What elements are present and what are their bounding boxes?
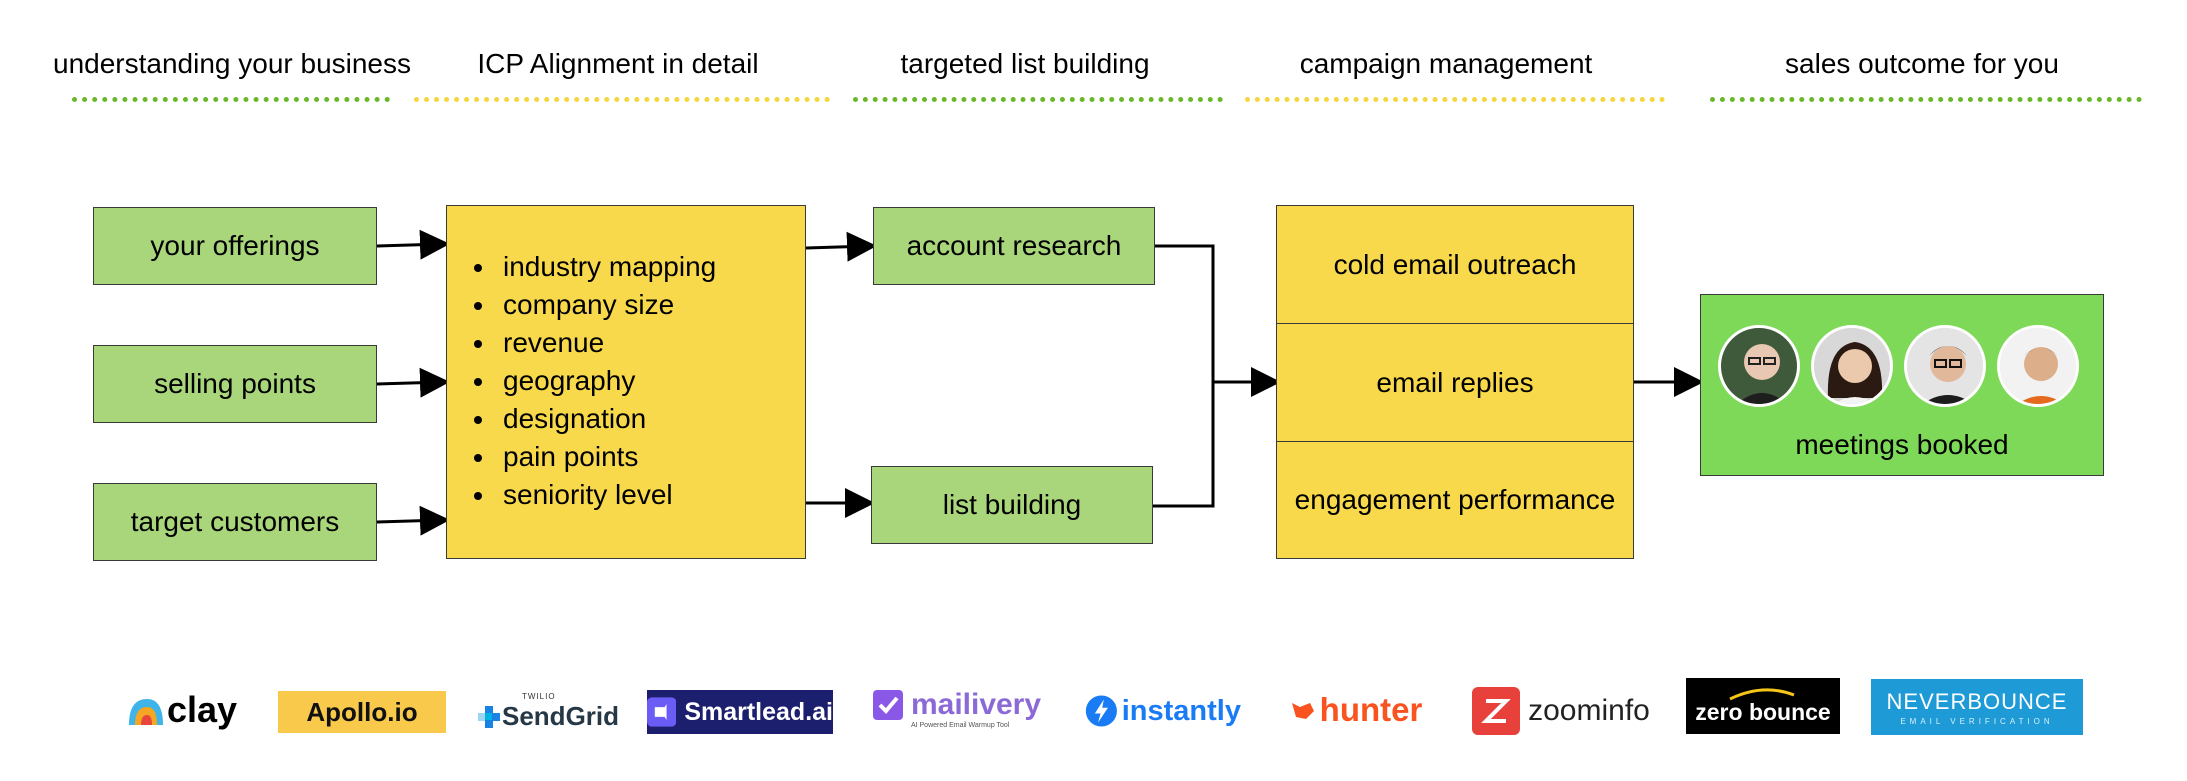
stage-divider-list [853,97,1223,102]
target-customers-box: target customers [93,483,377,561]
neverbounce-wordmark: NEVERBOUNCE [1886,688,2068,714]
connector-listbuilding-merge [1153,380,1215,508]
email-replies-box: email replies [1276,323,1634,443]
account-research-box: account research [873,207,1155,285]
selling-points-label: selling points [154,368,316,399]
offerings-box: your offerings [93,207,377,285]
sendgrid-wordmark: SendGrid [502,701,620,731]
clay-icon [128,699,163,725]
mailivery-tagline: AI Powered Email Warmup Tool [910,722,1010,729]
clay-wordmark: clay [166,689,238,730]
avatar [1811,325,1893,407]
account-research-label: account research [906,230,1122,261]
stage-title-outcome: sales outcome for you [1785,48,2059,79]
stage-divider-icp [414,97,830,102]
arrow-icp-to-research [805,231,877,262]
neverbounce-logo: NEVERBOUNCE EMAIL VERIFICATION [1871,679,2083,735]
icp-item: company size [497,286,716,324]
zerobounce-wordmark: zero bounce [1695,698,1831,725]
target-customers-label: target customers [130,506,340,537]
zoominfo-logo: zoominfo [1470,686,1652,736]
cold-email-box: cold email outreach [1276,205,1634,325]
icp-item: designation [497,400,716,438]
instantly-wordmark: instantly [1121,694,1241,727]
mailivery-logo: mailivery AI Powered Email Warmup Tool [870,688,1042,734]
avatar [1904,325,1986,407]
selling-points-box: selling points [93,345,377,423]
smartlead-logo: Smartlead.ai [647,690,833,734]
smartlead-wordmark: Smartlead.ai [684,697,833,726]
engagement-box: engagement performance [1276,441,1634,559]
zerobounce-logo: zero bounce [1686,678,1840,734]
mailivery-icon [872,690,903,720]
stage-divider-campaign [1245,97,1665,102]
icp-item: pain points [497,438,716,476]
icp-item: revenue [497,324,716,362]
email-replies-label: email replies [1376,367,1534,398]
fox-icon [1291,703,1314,719]
avatar [1997,325,2079,407]
zoominfo-icon [1472,687,1521,735]
connector-research-merge [1155,244,1215,380]
arrow-offerings-to-icp [376,229,450,260]
avatar [1718,325,1800,407]
icp-list: industry mapping company size revenue ge… [447,248,716,514]
instantly-logo: instantly [1085,688,1241,734]
engagement-label: engagement performance [1294,484,1616,515]
meetings-booked-label: meetings booked [1795,429,2009,460]
icp-item: industry mapping [497,248,716,286]
stage-title-business: understanding your business [52,48,412,79]
sendgrid-icon [478,705,500,728]
list-building-box: list building [871,466,1153,544]
offerings-label: your offerings [150,230,320,261]
smartlead-icon [647,697,677,727]
list-building-label: list building [942,489,1082,520]
sendgrid-top-label: TWILIO [522,692,556,701]
swoosh-icon [1729,687,1795,700]
arrow-customers-to-icp [376,505,450,536]
lightning-icon [1085,695,1117,727]
hunter-wordmark: hunter [1319,691,1423,728]
apollo-logo: Apollo.io [278,691,446,733]
stage-title-campaign: campaign management [1299,48,1593,79]
icp-item: seniority level [497,476,716,514]
icp-item: geography [497,362,716,400]
stage-divider-business [72,97,390,102]
mailivery-wordmark: mailivery [910,688,1042,721]
clay-logo: clay [122,688,240,732]
neverbounce-tagline: EMAIL VERIFICATION [1900,716,2054,726]
sendgrid-logo: TWILIO SendGrid [478,690,620,734]
stage-title-icp: ICP Alignment in detail [477,48,759,79]
apollo-wordmark: Apollo.io [306,696,418,727]
stage-title-list: targeted list building [900,48,1150,79]
icp-box: industry mapping company size revenue ge… [446,205,806,559]
stage-divider-outcome [1710,97,2142,102]
hunter-logo: hunter [1285,688,1427,732]
zoominfo-wordmark: zoominfo [1528,694,1650,727]
cold-email-label: cold email outreach [1333,249,1577,280]
arrow-selling-to-icp [376,367,450,398]
